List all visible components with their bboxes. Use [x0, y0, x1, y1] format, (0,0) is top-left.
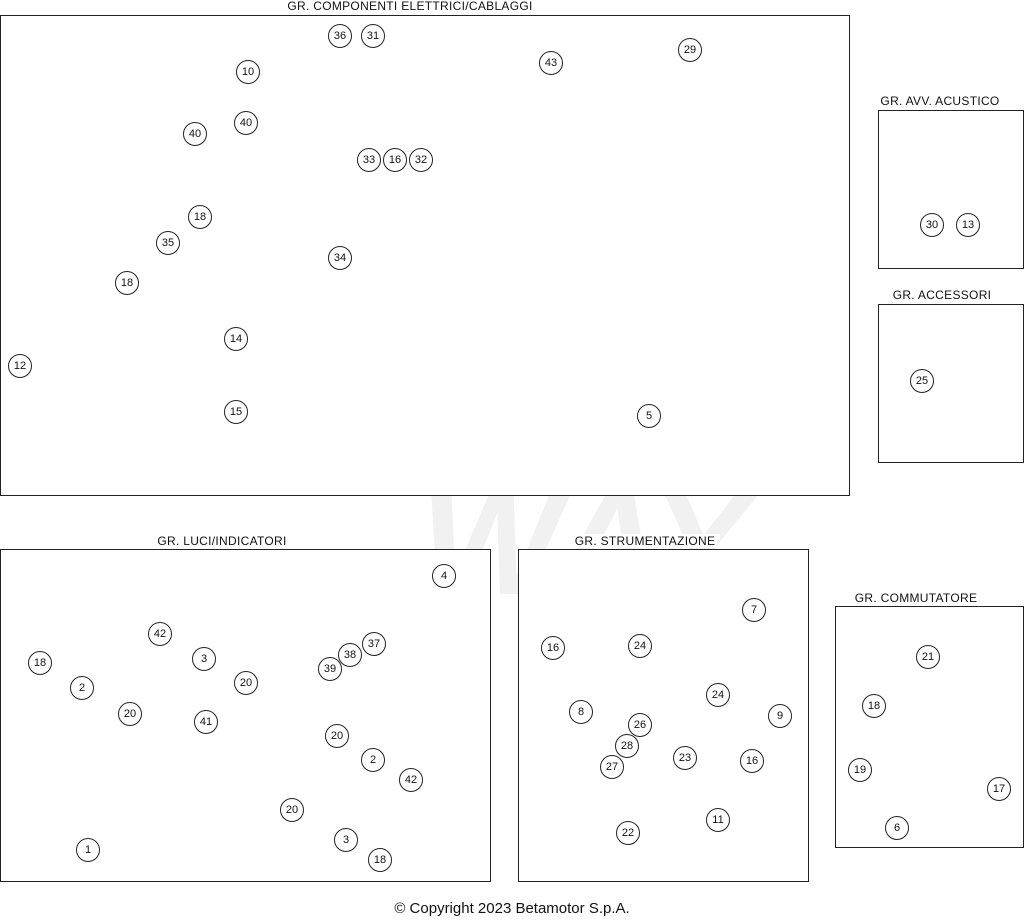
callout-21: 21	[916, 645, 940, 669]
callout-13: 13	[956, 213, 980, 237]
panel-title-horn: GR. AVV. ACUSTICO	[876, 94, 1004, 108]
callout-18a: 18	[188, 205, 212, 229]
callout-42a: 42	[148, 622, 172, 646]
panel-title-instruments: GR. STRUMENTAZIONE	[570, 534, 720, 548]
callout-33: 33	[357, 148, 381, 172]
callout-40b: 40	[234, 111, 258, 135]
callout-24a: 24	[628, 634, 652, 658]
callout-22: 22	[616, 821, 640, 845]
callout-32: 32	[409, 148, 433, 172]
callout-18c: 18	[28, 651, 52, 675]
callout-25: 25	[910, 369, 934, 393]
callout-5: 5	[637, 404, 661, 428]
callout-28: 28	[615, 734, 639, 758]
panel-instruments	[518, 549, 809, 882]
callout-20c: 20	[325, 724, 349, 748]
callout-23: 23	[673, 746, 697, 770]
callout-36: 36	[328, 24, 352, 48]
callout-3a: 3	[192, 647, 216, 671]
callout-43: 43	[539, 51, 563, 75]
callout-37: 37	[362, 632, 386, 656]
copyright-footer: © Copyright 2023 Betamotor S.p.A.	[394, 900, 630, 917]
callout-14: 14	[224, 327, 248, 351]
callout-7: 7	[742, 598, 766, 622]
callout-24b: 24	[706, 683, 730, 707]
callout-1: 1	[76, 838, 100, 862]
callout-20b: 20	[118, 702, 142, 726]
callout-31: 31	[361, 24, 385, 48]
panel-horn	[878, 110, 1024, 269]
panel-lights	[0, 549, 491, 882]
panel-title-accessories: GR. ACCESSORI	[888, 288, 996, 302]
callout-34: 34	[328, 246, 352, 270]
callout-4: 4	[432, 564, 456, 588]
callout-10: 10	[236, 60, 260, 84]
callout-15: 15	[224, 400, 248, 424]
callout-9: 9	[768, 704, 792, 728]
callout-17: 17	[987, 777, 1011, 801]
panel-title-electric: GR. COMPONENTI ELETTRICI/CABLAGGI	[283, 0, 537, 13]
panel-title-lights: GR. LUCI/INDICATORI	[153, 534, 291, 548]
callout-2b: 2	[361, 748, 385, 772]
callout-16d: 16	[740, 749, 764, 773]
callout-20d: 20	[280, 798, 304, 822]
callout-41: 41	[194, 710, 218, 734]
callout-18d: 18	[368, 848, 392, 872]
panel-accessories	[878, 304, 1024, 463]
callout-12: 12	[8, 354, 32, 378]
callout-11: 11	[706, 808, 730, 832]
panel-title-switch: GR. COMMUTATORE	[850, 591, 982, 605]
callout-27: 27	[600, 755, 624, 779]
panel-electric	[0, 15, 850, 496]
callout-29: 29	[678, 38, 702, 62]
callout-30: 30	[920, 213, 944, 237]
callout-38: 38	[338, 643, 362, 667]
callout-16: 16	[383, 148, 407, 172]
callout-19: 19	[848, 758, 872, 782]
callout-18e: 18	[862, 694, 886, 718]
panel-switch	[835, 606, 1024, 848]
callout-3b: 3	[334, 828, 358, 852]
callout-16c: 16	[541, 636, 565, 660]
callout-26: 26	[628, 713, 652, 737]
callout-42b: 42	[399, 768, 423, 792]
callout-20a: 20	[234, 671, 258, 695]
callout-18b: 18	[115, 271, 139, 295]
callout-40a: 40	[183, 122, 207, 146]
callout-8: 8	[569, 700, 593, 724]
callout-35: 35	[156, 231, 180, 255]
callout-39: 39	[318, 657, 342, 681]
callout-2a: 2	[70, 676, 94, 700]
callout-6: 6	[885, 816, 909, 840]
